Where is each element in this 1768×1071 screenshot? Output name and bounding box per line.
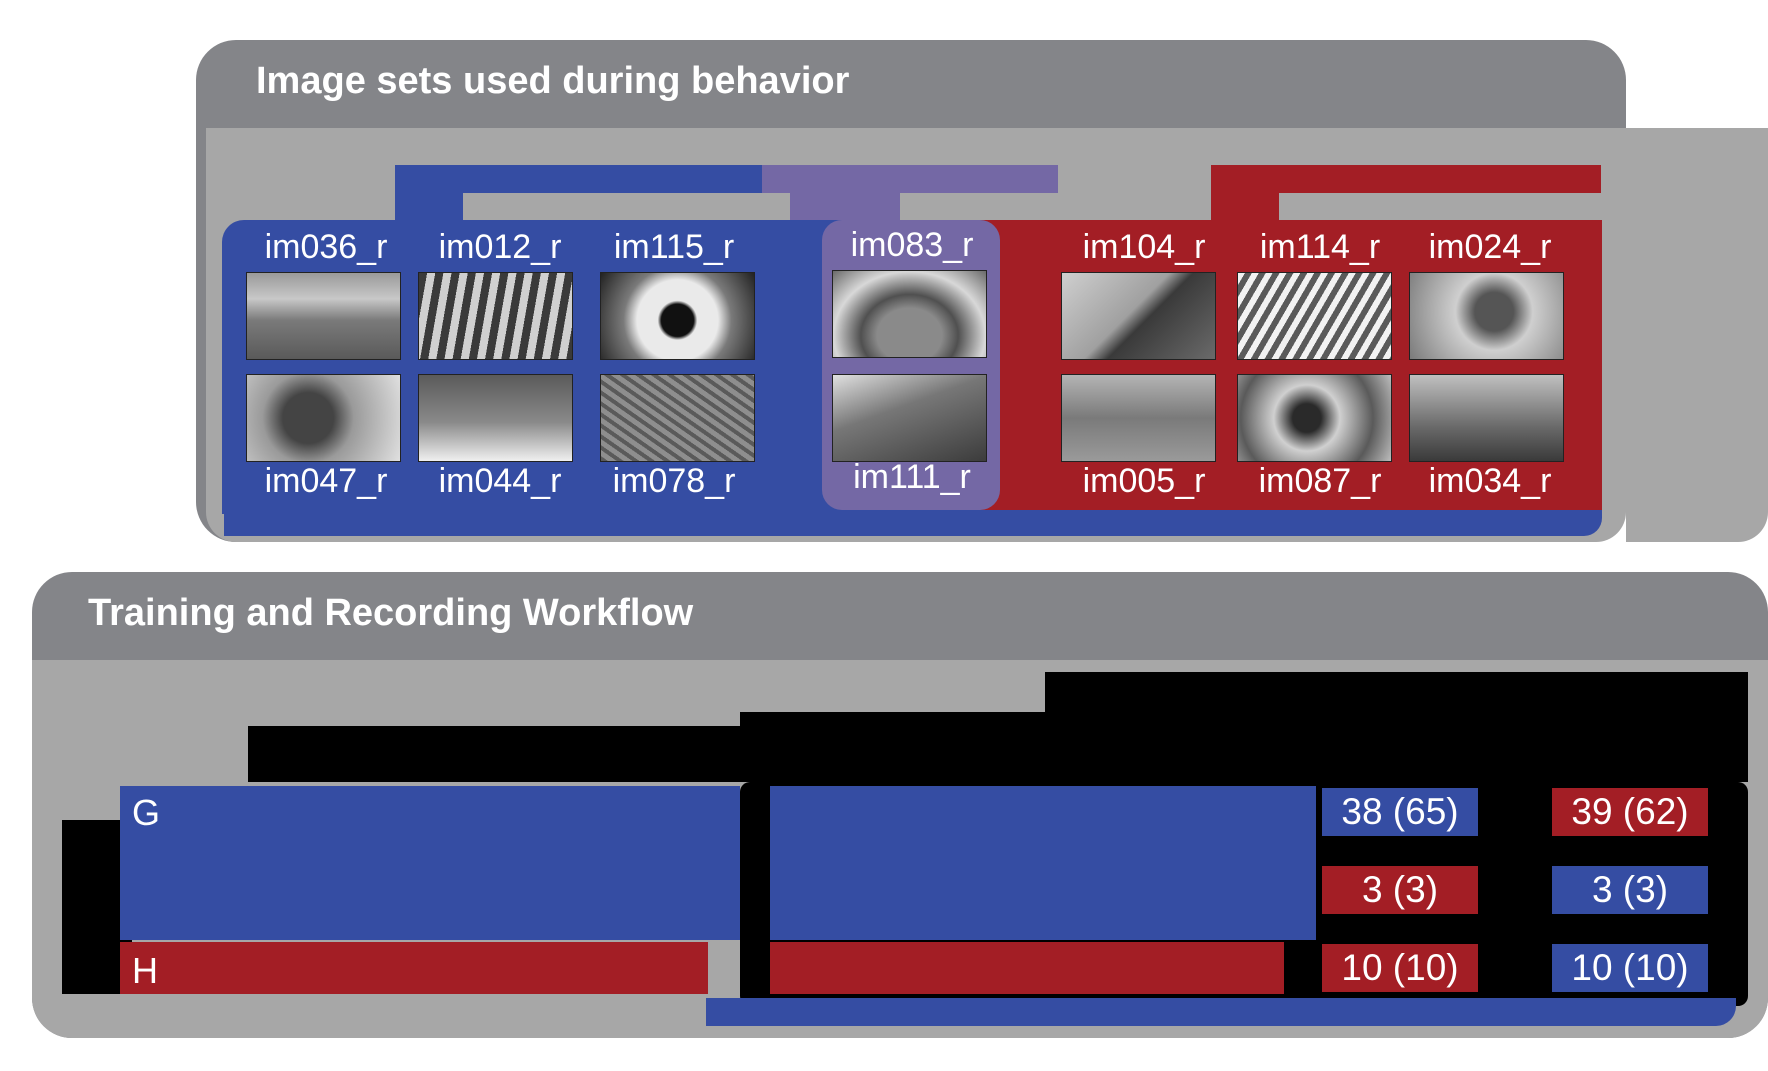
blue-image-set xyxy=(222,220,842,514)
g-row-bar-right xyxy=(770,786,1316,940)
striped-fabric-image xyxy=(1237,272,1392,360)
lions-image xyxy=(1061,374,1216,462)
image-label: im114_r xyxy=(1259,228,1381,266)
top-panel-side-tab xyxy=(1626,128,1768,542)
image-label: im036_r xyxy=(264,228,388,266)
table-cell: 3 (3) xyxy=(1322,866,1478,914)
image-label: im012_r xyxy=(438,228,562,266)
flower-image xyxy=(600,272,755,360)
horses-image xyxy=(246,272,401,360)
h-row-label: H xyxy=(132,950,158,991)
table-cell: 10 (10) xyxy=(1552,944,1708,992)
table-cell: 3 (3) xyxy=(1552,866,1708,914)
image-label: im087_r xyxy=(1258,462,1382,500)
image-label: im083_r xyxy=(850,226,974,264)
rocky-slope-image xyxy=(1061,272,1216,360)
black-header-block xyxy=(248,726,1748,782)
black-header-step xyxy=(1045,672,1748,732)
image-label: im047_r xyxy=(264,462,388,500)
image-label: im115_r xyxy=(613,228,735,266)
lynx-image xyxy=(246,374,401,462)
elephants-image xyxy=(1409,374,1564,462)
image-label: im024_r xyxy=(1428,228,1552,266)
image-label: im005_r xyxy=(1082,462,1206,500)
image-label: im104_r xyxy=(1082,228,1206,266)
red-connector-stem xyxy=(1211,165,1279,220)
workflow-title: Training and Recording Workflow xyxy=(88,592,694,634)
purple-connector-stem xyxy=(790,165,900,220)
image-label: im034_r xyxy=(1428,462,1552,500)
blue-connector-stem xyxy=(395,165,463,220)
h-row-bar-right xyxy=(770,942,1284,994)
dry-grass-image xyxy=(600,374,755,462)
image-label: im111_r xyxy=(853,458,971,496)
flower-pot-image xyxy=(832,270,987,358)
leaf-image xyxy=(832,374,987,462)
g-row-label: G xyxy=(132,792,161,833)
black-header-notch xyxy=(740,712,1050,732)
h-row-bar xyxy=(120,942,708,994)
hummingbird-image xyxy=(1409,272,1564,360)
image-sets-title: Image sets used during behavior xyxy=(256,60,850,102)
image-label: im078_r xyxy=(612,462,736,500)
blue-bottom-strip xyxy=(706,998,1736,1026)
table-cell: 39 (62) xyxy=(1552,788,1708,836)
table-cell: 10 (10) xyxy=(1322,944,1478,992)
table-cell: 38 (65) xyxy=(1322,788,1478,836)
tiger-image xyxy=(418,272,573,360)
g-row-bar xyxy=(120,786,740,940)
image-label: im044_r xyxy=(438,462,562,500)
elk-image xyxy=(418,374,573,462)
leaves-image xyxy=(1237,374,1392,462)
